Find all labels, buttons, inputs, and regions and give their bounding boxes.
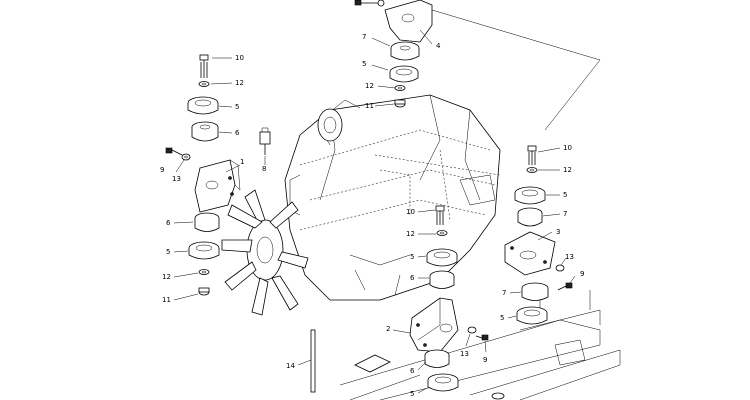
- callout-9: 9: [580, 270, 584, 278]
- callout-11: 11: [365, 102, 374, 110]
- callout-4: 4: [436, 42, 441, 50]
- callout-6: 6: [410, 367, 415, 375]
- callout-13: 13: [172, 175, 181, 183]
- callout-12: 12: [162, 273, 171, 281]
- callout-5: 5: [166, 248, 170, 256]
- callout-5: 5: [235, 103, 239, 111]
- leader-lines: [173, 29, 576, 394]
- callout-10: 10: [235, 54, 244, 62]
- washer-5-top: [389, 65, 419, 83]
- callout-9: 9: [160, 166, 164, 174]
- callout-12: 12: [365, 82, 374, 90]
- callout-labels: 4 7 5 12 11 10 12 5 6 9 13 1 8 6 5 12 11…: [160, 33, 584, 398]
- rubber-mount-6-left: [191, 121, 219, 142]
- washer-5-right-lower: [516, 306, 548, 325]
- nut-11-left-lower: [198, 287, 210, 296]
- bolt-9-left: [165, 147, 183, 156]
- washer-12-left: [198, 81, 210, 87]
- callout-9: 9: [483, 356, 487, 364]
- washer-5-left-lower: [188, 241, 220, 260]
- callout-13: 13: [460, 350, 469, 358]
- cooling-fan: [221, 189, 309, 316]
- callout-5: 5: [563, 191, 567, 199]
- bolt-10-right: [527, 145, 537, 165]
- callout-5: 5: [500, 314, 504, 322]
- rubber-mount-6-left-lower: [194, 212, 220, 232]
- callout-5: 5: [362, 60, 366, 68]
- rubber-mount-6-mid-lower: [424, 349, 450, 368]
- callout-10: 10: [563, 144, 572, 152]
- callout-2: 2: [386, 325, 390, 333]
- washer-12-top: [394, 85, 406, 91]
- callout-10: 10: [406, 208, 415, 216]
- callout-14: 14: [286, 362, 295, 370]
- rubber-mount-7-right: [517, 207, 543, 227]
- frame-rails: [339, 290, 621, 400]
- engine-block: [284, 94, 501, 301]
- bolt-9-right: [557, 282, 573, 291]
- washer-12-right: [526, 167, 538, 173]
- washer-12-left-lower: [198, 269, 210, 275]
- callout-7: 7: [362, 33, 366, 41]
- washer-5-right: [514, 186, 546, 205]
- washer-5-mid: [426, 248, 458, 267]
- callout-12: 12: [406, 230, 415, 238]
- callout-11: 11: [162, 296, 171, 304]
- washer-12-mid: [436, 230, 448, 236]
- callout-12: 12: [235, 79, 244, 87]
- callout-5: 5: [410, 390, 414, 398]
- callout-12: 12: [563, 166, 572, 174]
- callout-6: 6: [410, 274, 415, 282]
- callout-3: 3: [556, 228, 560, 236]
- callout-6: 6: [166, 219, 171, 227]
- bolt-10-left: [199, 54, 209, 78]
- callout-7: 7: [502, 289, 506, 297]
- rod-14: [310, 329, 316, 393]
- washer-13-mid: [467, 326, 477, 334]
- bolt-9-mid: [475, 334, 489, 341]
- rubber-mount-7-top: [390, 41, 420, 61]
- washer-13-left: [181, 153, 191, 161]
- washer-5-mid-lower: [427, 373, 459, 392]
- callout-7: 7: [563, 210, 567, 218]
- callout-5: 5: [410, 253, 414, 261]
- bracket-2: [409, 297, 459, 353]
- washer-bottom-right: [491, 392, 505, 400]
- rubber-mount-6-mid: [429, 270, 455, 289]
- callout-1: 1: [240, 158, 244, 166]
- nut-11-top: [394, 99, 406, 108]
- bracket-1: [194, 159, 241, 213]
- washer-5-left: [187, 96, 219, 115]
- mounting-bracket-4: [384, 0, 601, 131]
- callout-6: 6: [235, 129, 240, 137]
- callout-8: 8: [262, 165, 266, 173]
- rubber-mount-7-right-lower: [521, 282, 549, 301]
- washer-13-right: [555, 264, 565, 272]
- callout-13: 13: [565, 253, 574, 261]
- bracket-3: [504, 231, 556, 276]
- bolt-top: [354, 0, 385, 7]
- sensor-8: [259, 127, 271, 155]
- bolt-10-mid: [435, 205, 445, 225]
